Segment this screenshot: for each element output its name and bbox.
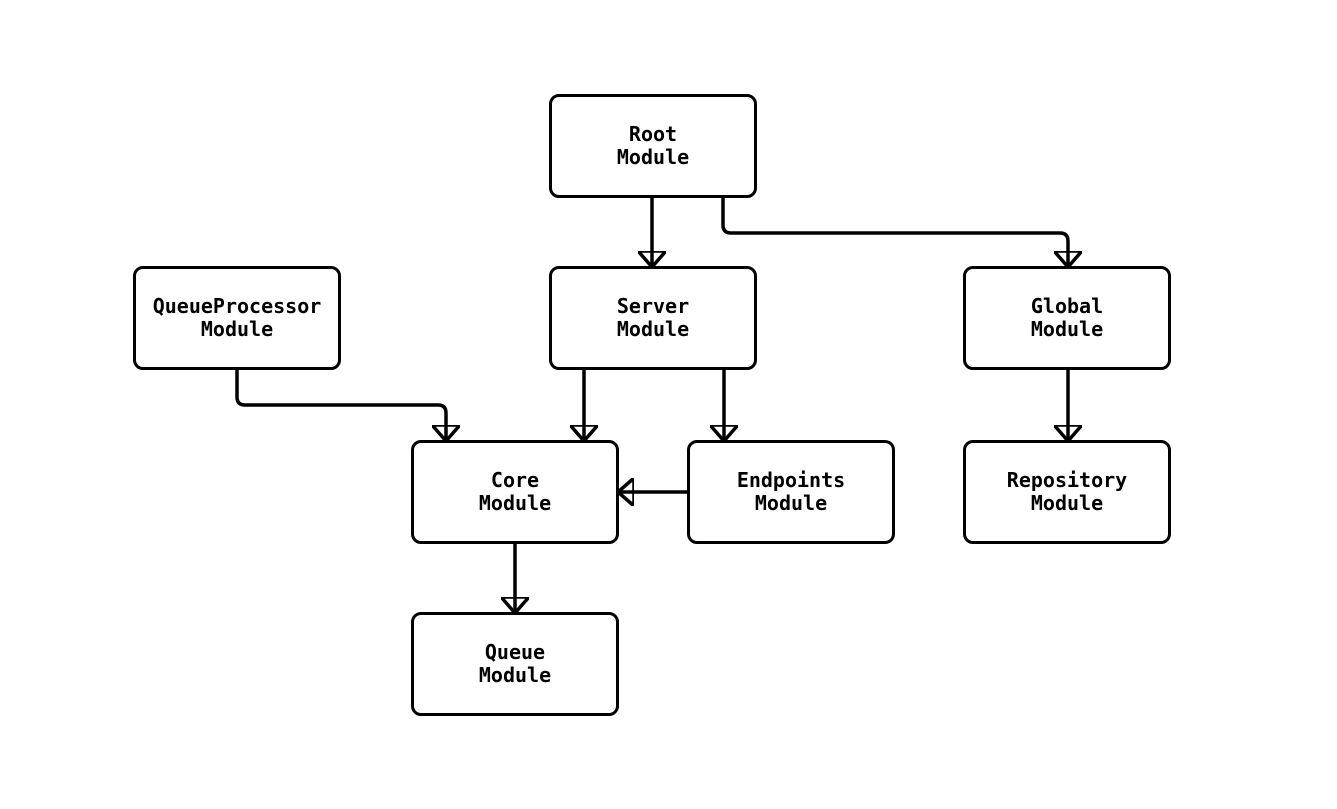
node-global-module-label: Global Module (1030, 294, 1104, 341)
node-server-module: Server Module (549, 266, 757, 370)
node-root-module-label: Root Module (616, 122, 690, 169)
edge-root-to-global (721, 198, 1068, 266)
edge-queueprocessor-to-core (235, 370, 446, 440)
node-server-module-label: Server Module (616, 294, 690, 341)
node-core-module-label: Core Module (478, 468, 552, 515)
node-core-module: Core Module (411, 440, 619, 544)
node-root-module: Root Module (549, 94, 757, 198)
node-queueprocessor-module-label: QueueProcessor Module (152, 294, 322, 341)
node-repository-module: Repository Module (963, 440, 1171, 544)
node-endpoints-module: Endpoints Module (687, 440, 895, 544)
node-repository-module-label: Repository Module (1006, 468, 1128, 515)
node-queue-module: Queue Module (411, 612, 619, 716)
node-global-module: Global Module (963, 266, 1171, 370)
node-queueprocessor-module: QueueProcessor Module (133, 266, 341, 370)
node-endpoints-module-label: Endpoints Module (736, 468, 846, 515)
node-queue-module-label: Queue Module (478, 640, 552, 687)
